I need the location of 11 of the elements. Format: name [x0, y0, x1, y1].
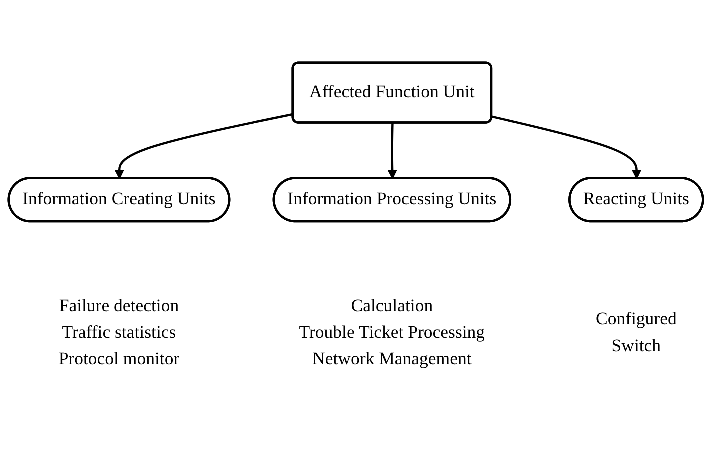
node-label: Trouble Ticket Processing — [299, 324, 486, 342]
node-label: Failure detection — [59, 296, 180, 316]
arrow — [492, 116, 642, 180]
node-label: Calculation — [351, 296, 434, 316]
node-label: Network Management — [312, 350, 472, 370]
node-label: Traffic statistics — [62, 324, 176, 342]
node-label: Switch — [612, 336, 662, 356]
arrow — [388, 123, 398, 180]
arrow — [114, 113, 294, 180]
node-label: Protocol monitor — [58, 350, 180, 370]
node-label: Configured — [596, 310, 677, 330]
